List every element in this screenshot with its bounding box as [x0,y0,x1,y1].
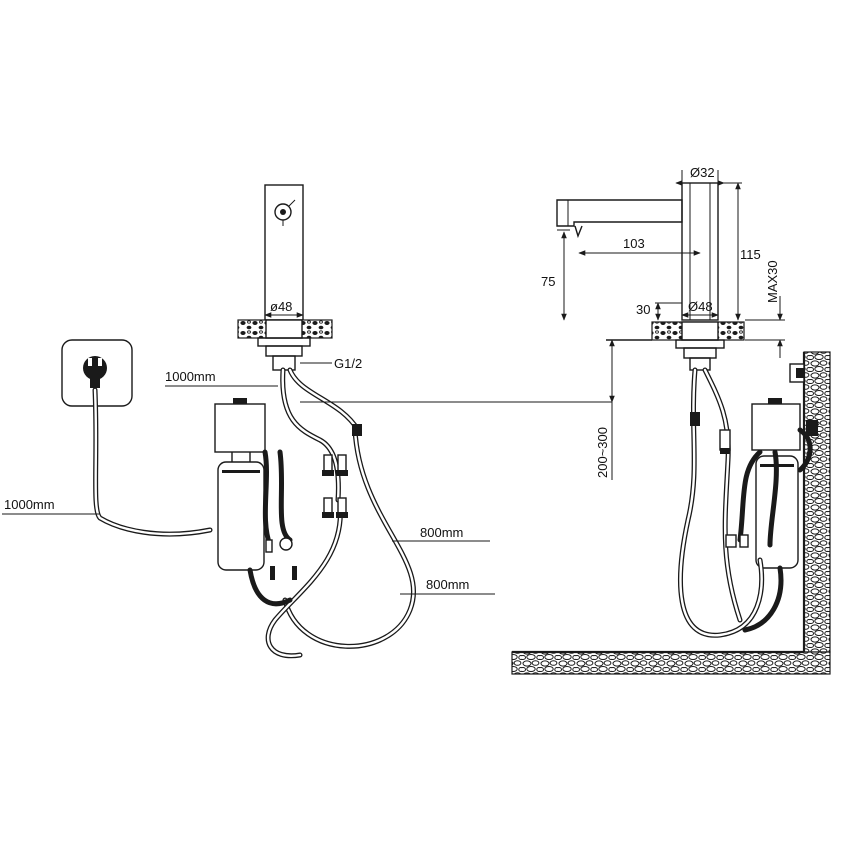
connector-fittings-side [690,412,749,548]
counter-max-label: MAX30 [765,260,780,303]
spout-diameter-label: ø48 [270,299,292,314]
reach-label: 103 [623,236,645,251]
hose-2-label: 800mm [426,577,469,592]
spout [556,199,683,227]
height-label: 115 [740,247,761,262]
spout-height-label: 75 [541,274,555,289]
hose-1-label: 800mm [420,525,463,540]
control-box-side [751,403,801,451]
battery-cylinder [217,461,265,571]
top-diameter-label: Ø32 [690,165,715,180]
thread-label: G1/2 [334,356,362,371]
mount-range-label: 200~300 [595,427,610,478]
front-view: ø48 G1/2 1000mm 1000mm [2,184,612,659]
sensor-icon [274,199,296,226]
side-view: Ø32 103 115 75 30 Ø48 MAX30 [511,165,831,675]
connector-fittings [265,424,362,580]
base-height-label: 30 [636,302,650,317]
control-box [214,403,266,453]
power-cable-label: 1000mm [4,497,55,512]
sensor-cable-label: 1000mm [165,369,216,384]
wall-section [803,351,831,653]
base-diameter-label: Ø48 [688,299,713,314]
floor-section [511,651,831,675]
wall-outlet-icon [789,363,818,436]
